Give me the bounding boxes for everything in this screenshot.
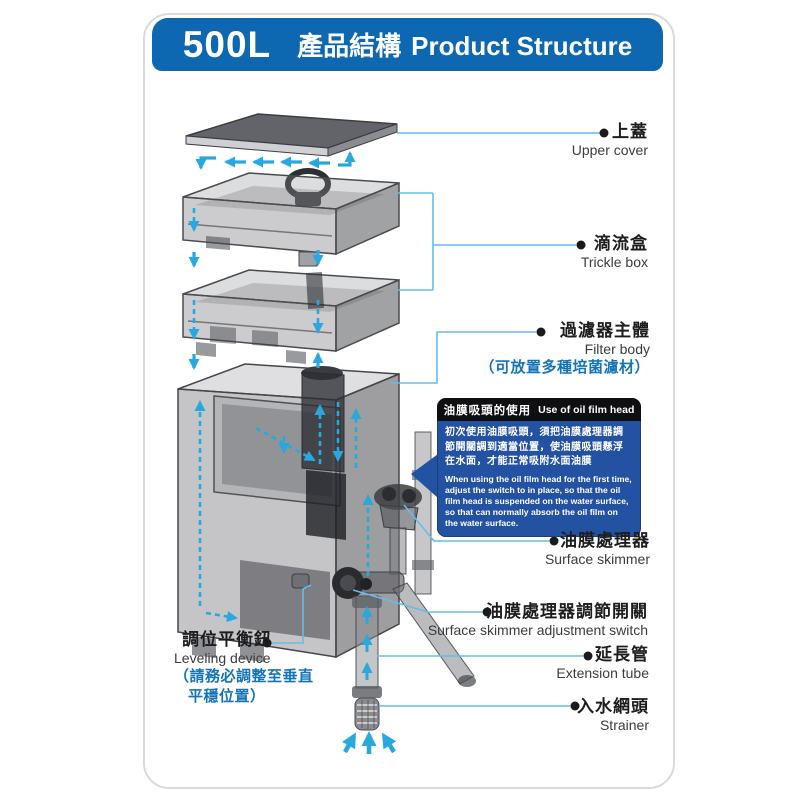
label-extension-tube-zh: 延長管 [595,645,649,664]
label-strainer-zh: 入水網頭 [577,697,649,716]
info-box-title: 油膜吸頭的使用 Use of oil film head [437,398,641,421]
label-adjustment-switch-en: Surface skimmer adjustment switch [427,622,648,639]
header-bar: 500L 產品結構 Product Structure [152,18,663,71]
label-surface-skimmer: 油膜處理器 Surface skimmer [545,531,650,568]
label-upper-cover-en: Upper cover [571,142,648,159]
label-leveling-device-zh: 調位平衡鈕 [182,630,272,649]
label-extension-tube: 延長管 Extension tube [556,645,649,682]
info-box-body-zh: 初次使用油膜吸頭，須把油膜處理器調節開關調到適當位置，使油膜吸頭懸浮在水面，才能… [445,427,624,467]
flow-arrows [188,151,397,754]
label-trickle-box-zh: 滴流盒 [594,234,648,253]
surface-skimmer-part [374,484,422,575]
page-title: 產品結構 Product Structure [297,26,632,63]
info-box-body-en: When using the oil film head for the fir… [445,473,632,529]
info-box-oil-film-head: 油膜吸頭的使用 Use of oil film head 初次使用油膜吸頭，須把… [437,398,641,538]
label-adjustment-switch: 油膜處理器調節開關 Surface skimmer adjustment swi… [428,602,648,639]
label-leveling-device: 調位平衡鈕 Leveling device （請務必調整至垂直 平穩位置） [174,630,314,706]
label-upper-cover: 上蓋 Upper cover [572,122,648,159]
callout-dots [262,128,609,711]
label-adjustment-switch-zh: 油膜處理器調節開關 [486,602,648,621]
label-strainer-en: Strainer [599,717,649,734]
label-upper-cover-zh: 上蓋 [612,122,648,141]
trickle-box-1-part [182,168,400,267]
strainer-part [354,697,380,731]
label-leveling-device-note-1: （請務必調整至垂直 [174,668,314,686]
label-filter-body-zh: 過濾器主體 [560,321,650,340]
callout-lines [271,132,600,707]
label-extension-tube-en: Extension tube [556,665,649,682]
trickle-box-2-part [182,269,400,364]
page-title-en: Product Structure [411,31,633,61]
label-trickle-box: 滴流盒 Trickle box [581,234,648,271]
label-filter-body: 過濾器主體 Filter body （可放置多種培菌濾材） [479,321,650,378]
label-trickle-box-en: Trickle box [580,254,648,271]
info-box-title-zh: 油膜吸頭的使用 [443,404,532,417]
model-name: 500L [182,23,272,65]
label-filter-body-note: （可放置多種培菌濾材） [479,359,650,377]
label-surface-skimmer-zh: 油膜處理器 [560,531,650,550]
info-box-title-en: Use of oil film head [538,403,635,416]
label-leveling-device-en: Leveling device [174,650,271,667]
leveling-device-part [291,573,310,589]
info-box-pointer [411,454,438,498]
page-title-zh: 產品結構 [297,31,402,61]
label-strainer: 入水網頭 Strainer [577,697,649,734]
label-leveling-device-note-2: 平穩位置） [188,687,266,705]
upper-cover-part [185,113,398,157]
info-box-body: 初次使用油膜吸頭，須把油膜處理器調節開關調到適當位置，使油膜吸頭懸浮在水面，才能… [437,421,641,537]
label-surface-skimmer-en: Surface skimmer [544,551,650,568]
label-filter-body-en: Filter body [584,341,650,358]
